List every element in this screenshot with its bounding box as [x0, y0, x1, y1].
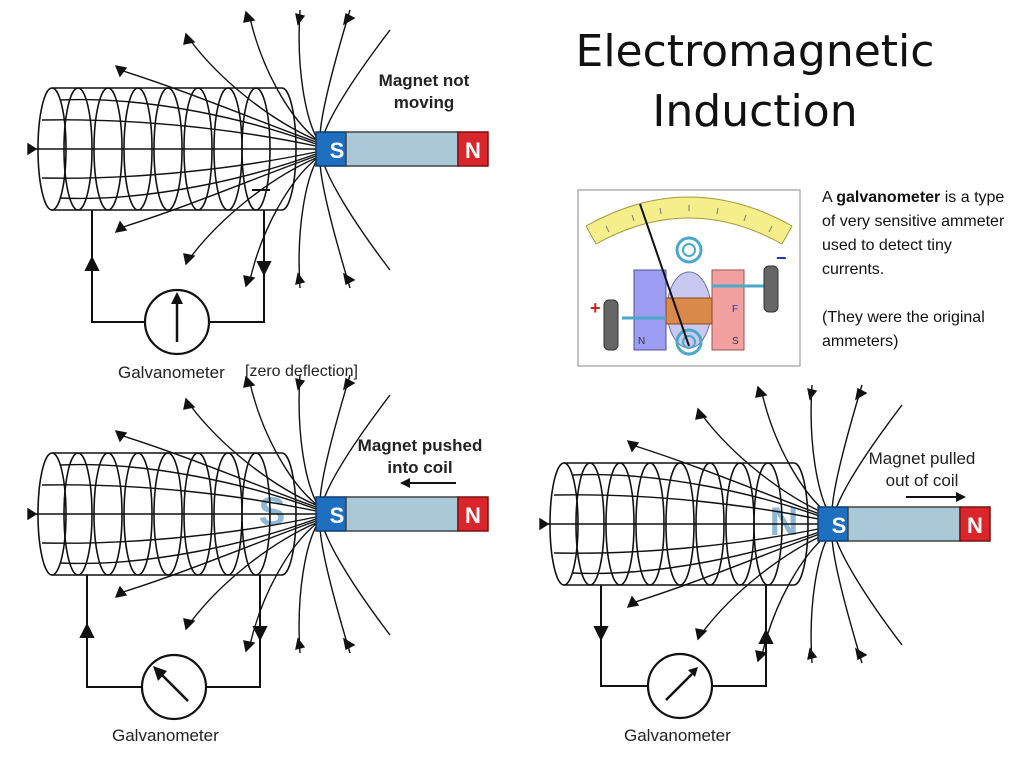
hairspring-top: [675, 236, 703, 264]
deflection-label: [zero deflection]: [245, 363, 358, 380]
magnet-s-label: S: [330, 503, 345, 528]
terminal-minus: [763, 265, 779, 313]
magnet-n-label: N: [465, 138, 481, 163]
terminal-plus: [603, 299, 619, 351]
galvanometer-label: Galvanometer: [624, 726, 731, 745]
pointer-needle: [639, 203, 690, 347]
pole-n-label: N: [638, 336, 645, 347]
spring-label: F: [732, 304, 738, 315]
panel-caption-line2: moving: [394, 93, 454, 112]
desc-bold-term: galvanometer: [836, 189, 941, 206]
hairspring-bottom: [675, 328, 703, 356]
panel-magnet-pushed-in: S S N Magnet pushed into coil Galvanomet…: [28, 375, 489, 745]
panel-magnet-not-moving: S N Magnet not moving Galvanometer [zero…: [28, 10, 489, 382]
magnet-s-label: S: [832, 513, 847, 538]
galvanometer-needle: [665, 667, 698, 701]
panel-caption-line1: Magnet pulled: [869, 449, 976, 468]
magnet-s-label: S: [330, 138, 345, 163]
panel-caption-line2: into coil: [387, 458, 452, 477]
minus-sign: −: [776, 248, 787, 268]
description-paragraph: A galvanometer is a type of very sensiti…: [822, 186, 1012, 282]
galvanometer-needle: [171, 292, 183, 342]
panel-magnet-pulled-out: N S N Magnet pulled out of coil Galvanom…: [540, 385, 991, 745]
slide-title: Electromagnetic Induction: [540, 22, 970, 142]
pole-piece-s: [711, 269, 745, 351]
motion-arrow-right: [906, 492, 966, 502]
panel-caption-line1: Magnet not: [379, 71, 470, 90]
circuit-wire: [593, 585, 774, 687]
motion-arrow-left: [400, 478, 456, 488]
galvanometer-description: A galvanometer is a type of very sensiti…: [822, 186, 1012, 354]
title-line-1: Electromagnetic: [575, 26, 935, 77]
panel-caption-line2: out of coil: [886, 471, 959, 490]
plus-sign: +: [590, 298, 601, 318]
galvanometer-label: Galvanometer: [118, 363, 225, 382]
scale-ticks: [605, 205, 773, 233]
circuit-wire: [84, 189, 272, 323]
title-line-2: Induction: [652, 86, 858, 137]
description-note: (They were the original ammeters): [822, 309, 985, 350]
pole-s-label: S: [732, 336, 739, 347]
magnet-n-label: N: [465, 503, 481, 528]
desc-post: is a type of very sensitive ammeter used…: [822, 189, 1005, 278]
magnet-n-label: N: [967, 513, 983, 538]
panel-caption-line1: Magnet pushed: [358, 436, 483, 455]
desc-pre: A: [822, 189, 837, 206]
circuit-wire: [79, 575, 268, 688]
galvanometer-needle: [153, 666, 189, 702]
galvanometer-label: Galvanometer: [112, 726, 219, 745]
galvanometer-mechanism-figure: + − N S F: [577, 189, 801, 367]
